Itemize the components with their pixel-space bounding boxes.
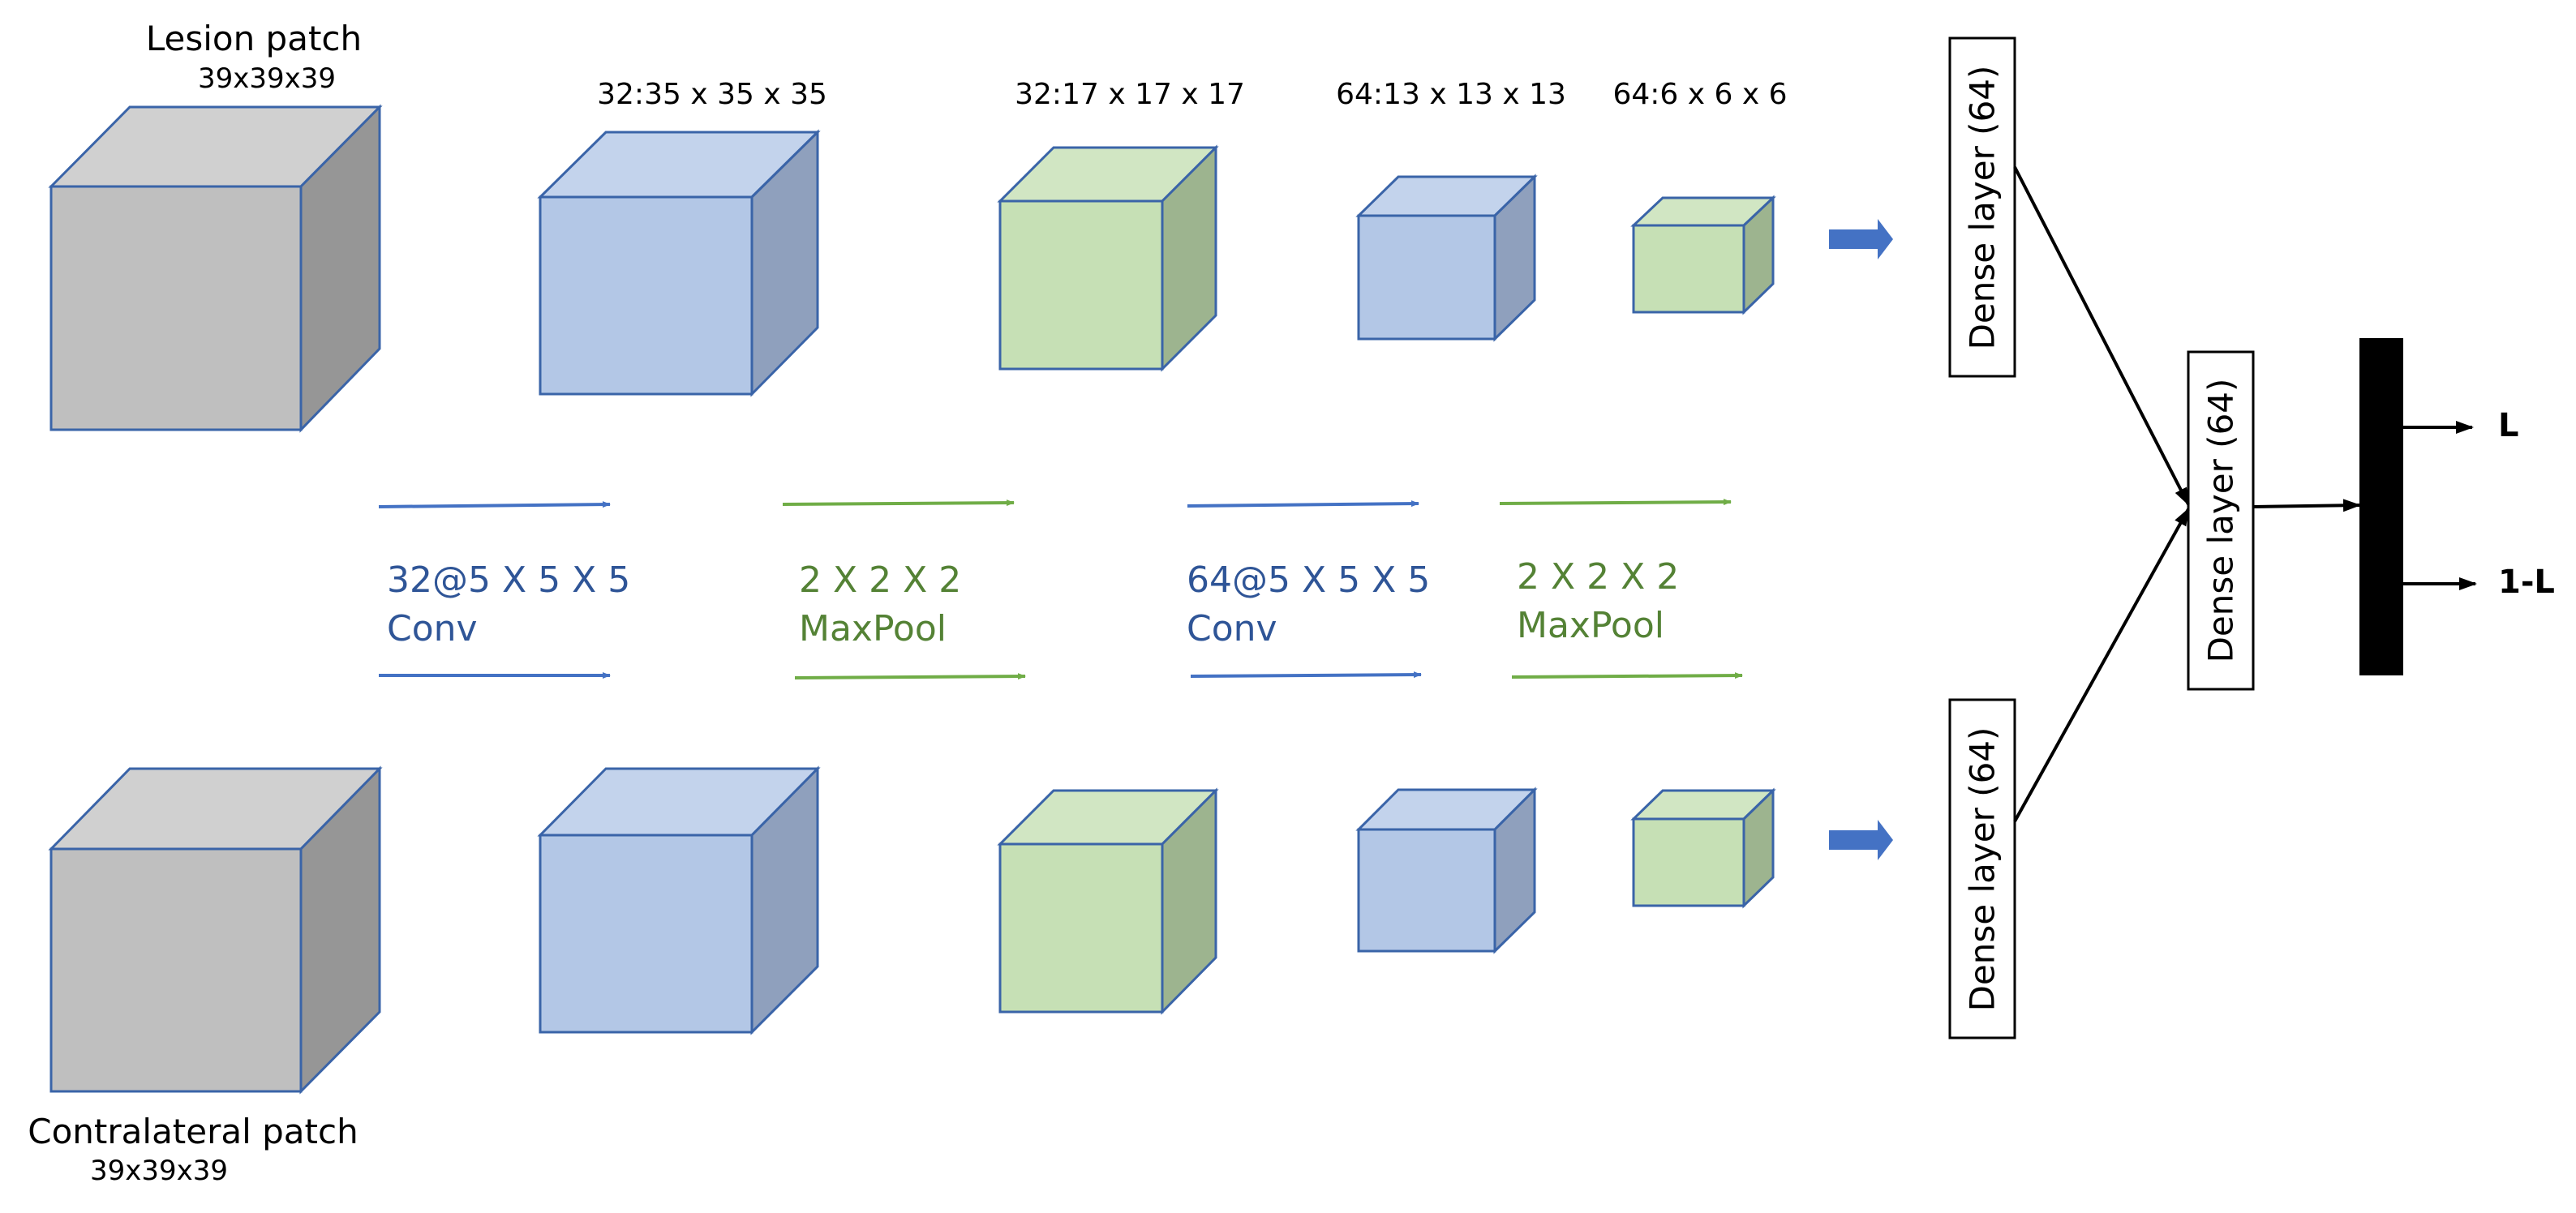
pool1-arrow-top [782, 499, 1015, 507]
dense-layer-bottom [1948, 698, 2016, 1039]
conv2-filter-label: 64@5 X 5 X 5 [1187, 559, 1430, 601]
input-bottom-title: Contralateral patch [28, 1112, 358, 1151]
conv1-cube-top [537, 129, 821, 397]
pool1-arrow-bottom [794, 673, 1026, 680]
connector-bottom-to-merge [2013, 508, 2190, 822]
connector-top-to-merge [2013, 166, 2190, 506]
pool2-arrow-bottom [1511, 672, 1743, 679]
pool2-cube-top [1630, 195, 1776, 315]
output-block [2359, 338, 2403, 675]
conv1-filter-label: 32@5 X 5 X 5 [387, 559, 630, 601]
conv2-arrow-top [1187, 500, 1419, 508]
input-cube-bottom [48, 765, 383, 1095]
pool2-feature-size: 64:6 x 6 x 6 [1612, 78, 1787, 111]
dense-layer-top-label: Dense layer (64) [1963, 66, 2003, 350]
conv1-cube-bottom [537, 765, 821, 1035]
conv2-op-label: Conv [1187, 608, 1277, 649]
dense-layer-bottom-label: Dense layer (64) [1963, 727, 2003, 1012]
output-1-l-label: 1-L [2498, 564, 2555, 601]
dense-layer-top [1948, 36, 2016, 378]
flatten-arrow-bottom [1829, 820, 1893, 860]
input-top-title: Lesion patch [146, 19, 362, 58]
conv2-arrow-bottom [1190, 671, 1422, 679]
input-top-size: 39x39x39 [198, 62, 336, 95]
pool2-arrow-top [1499, 499, 1732, 506]
flatten-arrow-top [1829, 219, 1893, 259]
conv2-cube-bottom [1355, 787, 1538, 954]
conv1-op-label: Conv [387, 608, 478, 649]
input-bottom-size: 39x39x39 [90, 1155, 228, 1187]
dense-layer-merge [2187, 350, 2255, 691]
pool1-op-label: MaxPool [799, 608, 947, 649]
pool1-filter-label: 2 X 2 X 2 [799, 559, 961, 601]
conv1-arrow-top [378, 501, 611, 508]
pool1-feature-size: 32:17 x 17 x 17 [1015, 78, 1245, 111]
conv2-feature-size: 64:13 x 13 x 13 [1336, 78, 1566, 111]
conv1-feature-size: 32:35 x 35 x 35 [597, 78, 827, 111]
dense-layer-merge-label: Dense layer (64) [2201, 379, 2241, 663]
pool2-filter-label: 2 X 2 X 2 [1517, 556, 1679, 598]
pool1-cube-top [997, 144, 1219, 372]
pool2-cube-bottom [1630, 787, 1776, 909]
pool1-cube-bottom [997, 787, 1219, 1015]
input-cube-top [48, 104, 383, 433]
output-l-label: L [2498, 407, 2519, 444]
conv2-cube-top [1355, 174, 1538, 342]
pool2-op-label: MaxPool [1517, 605, 1664, 646]
connector-merge-to-output [2252, 499, 2361, 512]
